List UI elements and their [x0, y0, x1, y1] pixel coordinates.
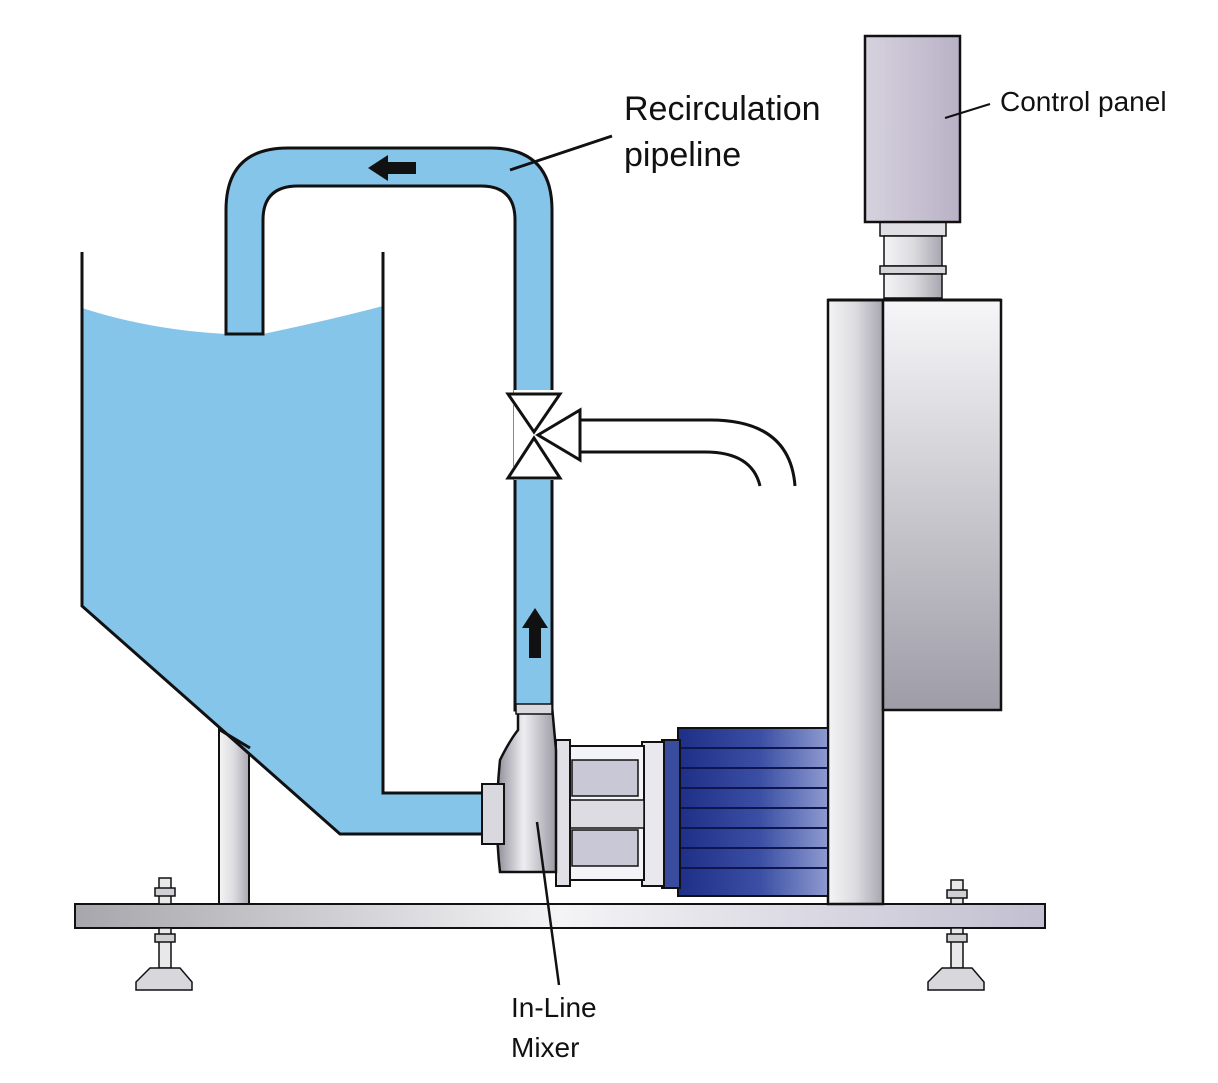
control-panel-label: Control panel: [1000, 86, 1167, 117]
mixer-label-line-2: Mixer: [511, 1032, 580, 1063]
valve-icon: [505, 390, 582, 480]
base-plate: [74, 903, 1046, 929]
motor: [641, 727, 829, 897]
recirc-label-line-1: Recirculation: [624, 90, 821, 128]
control-leader-line: [944, 103, 991, 119]
recirc-label-line-2: pipeline: [624, 136, 742, 174]
mixer-leader-line: [535, 821, 561, 986]
tank-wall: [80, 252, 483, 836]
leveling-foot-right: [927, 879, 985, 991]
tank-support-leg: [218, 727, 250, 905]
in-line-mixer: [481, 703, 558, 874]
steel-stand: [826, 298, 885, 906]
coupling-lantern: [555, 739, 645, 887]
recirculation-pipeline: [224, 146, 554, 712]
tank-liquid: [82, 306, 483, 834]
flow-arrow-up-icon: [522, 608, 548, 658]
flow-arrow-left-icon: [368, 155, 416, 181]
mixer-label-line-1: In-Line: [511, 992, 597, 1023]
control-panel: [863, 34, 962, 224]
recirc-leader-line: [509, 134, 613, 172]
steel-housing: [881, 298, 1003, 712]
tank-inner-wall: [381, 252, 483, 795]
recirculation-pipeline-label: Recirculation pipeline: [624, 86, 821, 178]
leveling-foot-left: [135, 877, 193, 991]
inlet-pipe: [580, 418, 797, 487]
in-line-mixer-label: In-Line Mixer: [511, 988, 597, 1068]
